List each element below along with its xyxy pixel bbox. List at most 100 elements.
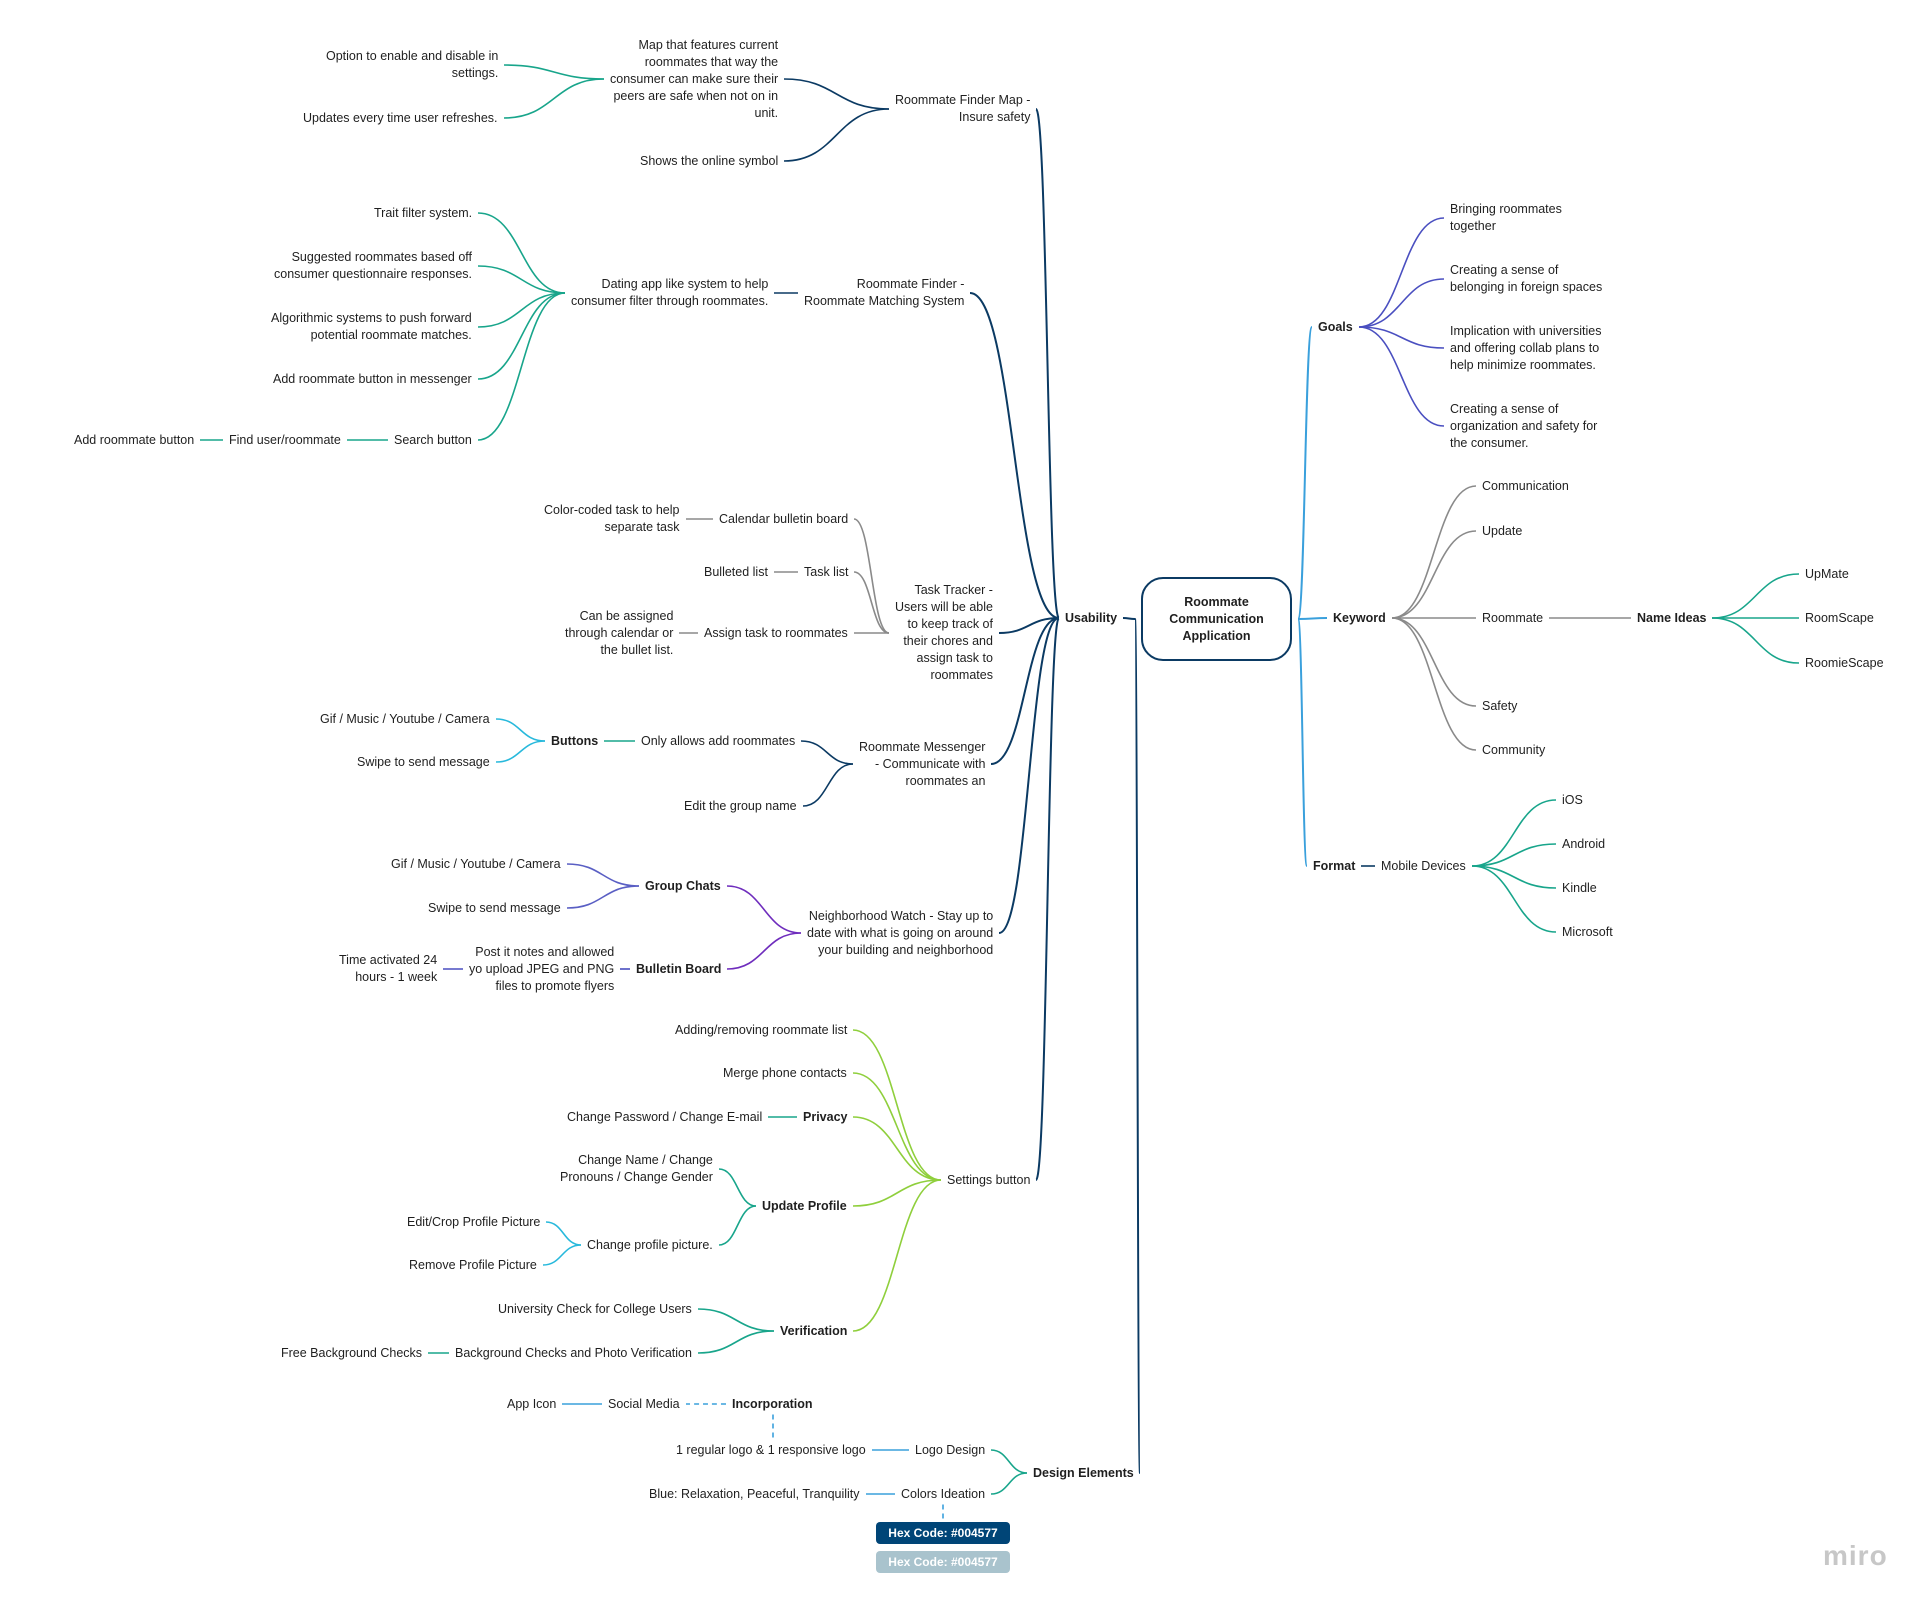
node-rfm-online[interactable]: Shows the online symbol: [640, 153, 779, 168]
node-rfm-map[interactable]: Map that features current roommates that…: [610, 37, 779, 120]
node-k4[interactable]: Safety: [1482, 698, 1518, 713]
node-sb-remove[interactable]: Remove Profile Picture: [409, 1257, 537, 1272]
root-node[interactable]: Roommate Communication Application: [1141, 577, 1292, 661]
node-rfm-upd[interactable]: Updates every time user refreshes.: [303, 110, 498, 125]
edge-rfs-dating-to-rfs-algo: [477, 292, 566, 328]
node-sb-pass[interactable]: Change Password / Change E-mail: [567, 1109, 763, 1124]
node-tt-cal[interactable]: Calendar bulletin board: [719, 511, 849, 526]
node-k3[interactable]: Roommate: [1482, 610, 1544, 625]
node-n1[interactable]: UpMate: [1805, 566, 1849, 581]
node-sb-bg[interactable]: Background Checks and Photo Verification: [455, 1345, 692, 1360]
node-n3[interactable]: RoomieScape: [1805, 655, 1884, 670]
edge-usability-to-sb: [1035, 617, 1060, 1181]
node-tt-color[interactable]: Color-coded task to help separate task: [544, 503, 680, 534]
edge-root-to-de: [1134, 618, 1141, 1474]
node-kw[interactable]: Keyword: [1333, 610, 1386, 625]
edge-tt-to-tt-list: [853, 571, 890, 634]
node-rfs-algo[interactable]: Algorithmic systems to push forward pote…: [271, 311, 472, 342]
node-rm-only[interactable]: Only allows add roommates: [641, 733, 796, 748]
node-usability[interactable]: Usability: [1065, 610, 1118, 625]
node-rm[interactable]: Roommate Messenger - Communicate with ro…: [859, 739, 986, 788]
node-g4[interactable]: Creating a sense of organization and saf…: [1450, 401, 1598, 450]
edge-nw-to-nw-bb: [726, 932, 802, 970]
edge-rm-buttons-to-rm-swipe: [495, 740, 546, 763]
node-ni[interactable]: Name Ideas: [1637, 610, 1707, 625]
node-sb-name[interactable]: Change Name / Change Pronouns / Change G…: [560, 1153, 713, 1184]
node-tt-can[interactable]: Can be assigned through calendar or the …: [565, 608, 674, 657]
node-sb-merge[interactable]: Merge phone contacts: [723, 1065, 847, 1080]
node-sb-pic[interactable]: Change profile picture.: [587, 1237, 713, 1252]
node-k5[interactable]: Community: [1482, 742, 1546, 757]
node-sb-ver[interactable]: Verification: [780, 1323, 848, 1338]
node-g1[interactable]: Bringing roommates together: [1450, 202, 1562, 233]
node-rfm-opt[interactable]: Option to enable and disable in settings…: [326, 49, 499, 80]
node-rfs-addbtn[interactable]: Add roommate button: [74, 432, 195, 447]
edge-rfm-to-rfm-map: [783, 78, 890, 110]
node-goals[interactable]: Goals: [1318, 319, 1353, 334]
node-nw-time[interactable]: Time activated 24 hours - 1 week: [339, 953, 438, 984]
node-nw-post[interactable]: Post it notes and allowed yo upload JPEG…: [469, 944, 615, 993]
node-sb-free[interactable]: Free Background Checks: [281, 1345, 423, 1360]
node-rfs-trait[interactable]: Trait filter system.: [374, 205, 473, 220]
edge-de-to-de-colors: [990, 1472, 1028, 1495]
node-tt-assign[interactable]: Assign task to roommates: [704, 625, 848, 640]
node-k1[interactable]: Communication: [1482, 478, 1569, 493]
node-rfs[interactable]: Roommate Finder - Roommate Matching Syst…: [804, 277, 965, 308]
node-de-colors[interactable]: Colors Ideation: [901, 1486, 986, 1501]
node-rfs-search[interactable]: Search button: [394, 432, 472, 447]
node-tt-list[interactable]: Task list: [804, 564, 849, 579]
node-rm-buttons[interactable]: Buttons: [551, 733, 599, 748]
edge-rm-buttons-to-rm-gif: [495, 718, 546, 742]
node-fmt-mobile[interactable]: Mobile Devices: [1381, 858, 1466, 873]
node-tt[interactable]: Task Tracker - Users will be able to kee…: [895, 583, 993, 682]
node-de[interactable]: Design Elements: [1033, 1465, 1134, 1480]
node-rm-edit[interactable]: Edit the group name: [684, 798, 797, 813]
node-n2[interactable]: RoomScape: [1805, 610, 1874, 625]
node-rm-gif[interactable]: Gif / Music / Youtube / Camera: [320, 711, 490, 726]
node-nw-bb[interactable]: Bulletin Board: [636, 961, 722, 976]
edge-rfs-dating-to-rfs-sugg: [477, 265, 566, 294]
edge-nw-gc-to-nw-swipe: [566, 885, 640, 909]
node-sb-up[interactable]: Update Profile: [762, 1198, 847, 1213]
node-rfs-dating[interactable]: Dating app like system to help consumer …: [571, 277, 769, 308]
node-de-logos[interactable]: 1 regular logo & 1 responsive logo: [676, 1442, 866, 1457]
node-nw-gif[interactable]: Gif / Music / Youtube / Camera: [391, 856, 561, 871]
node-rfm[interactable]: Roommate Finder Map - Insure safety: [895, 93, 1031, 124]
edge-goals-to-g3: [1358, 326, 1445, 349]
node-f2[interactable]: Android: [1562, 836, 1606, 851]
node-f3[interactable]: Kindle: [1562, 880, 1597, 895]
node-rfs-sugg[interactable]: Suggested roommates based off consumer q…: [274, 250, 473, 281]
node-de-icon[interactable]: App Icon: [507, 1396, 557, 1411]
node-sb-add[interactable]: Adding/removing roommate list: [675, 1022, 848, 1037]
node-nw-swipe[interactable]: Swipe to send message: [428, 900, 561, 915]
edge-sb-ver-to-sb-bg: [697, 1330, 775, 1354]
edge-kw-to-k2: [1391, 530, 1477, 619]
node-rfs-find[interactable]: Find user/roommate: [229, 432, 341, 447]
node-de-inc[interactable]: Incorporation: [732, 1396, 813, 1411]
edge-root-to-usability: [1122, 617, 1136, 620]
node-fmt[interactable]: Format: [1313, 858, 1356, 873]
node-de-blue[interactable]: Blue: Relaxation, Peaceful, Tranquility: [649, 1486, 860, 1501]
node-sb[interactable]: Settings button: [947, 1172, 1031, 1187]
node-rfs-addmsg[interactable]: Add roommate button in messenger: [273, 371, 472, 386]
node-nw-gc[interactable]: Group Chats: [645, 878, 721, 893]
node-k2[interactable]: Update: [1482, 523, 1523, 538]
node-g2[interactable]: Creating a sense of belonging in foreign…: [1450, 263, 1603, 294]
node-de-social[interactable]: Social Media: [608, 1396, 680, 1411]
edge-tt-to-tt-cal: [853, 518, 890, 634]
node-tt-bullet[interactable]: Bulleted list: [704, 564, 768, 579]
node-de-logo[interactable]: Logo Design: [915, 1442, 986, 1457]
edge-goals-to-g1: [1358, 217, 1445, 328]
node-rm-swipe[interactable]: Swipe to send message: [357, 754, 490, 769]
node-nw[interactable]: Neighborhood Watch - Stay up to date wit…: [807, 908, 994, 957]
node-f1[interactable]: iOS: [1562, 792, 1583, 807]
node-sb-univ[interactable]: University Check for College Users: [498, 1301, 692, 1316]
node-sb-edit[interactable]: Edit/Crop Profile Picture: [407, 1214, 541, 1229]
node-g3[interactable]: Implication with universities and offeri…: [1450, 323, 1602, 372]
node-sb-priv[interactable]: Privacy: [803, 1109, 848, 1124]
node-f4[interactable]: Microsoft: [1562, 924, 1613, 939]
edge-rm-to-rm-only: [800, 740, 854, 765]
edge-sb-ver-to-sb-univ: [697, 1308, 775, 1332]
edge-kw-to-k4: [1391, 617, 1477, 707]
